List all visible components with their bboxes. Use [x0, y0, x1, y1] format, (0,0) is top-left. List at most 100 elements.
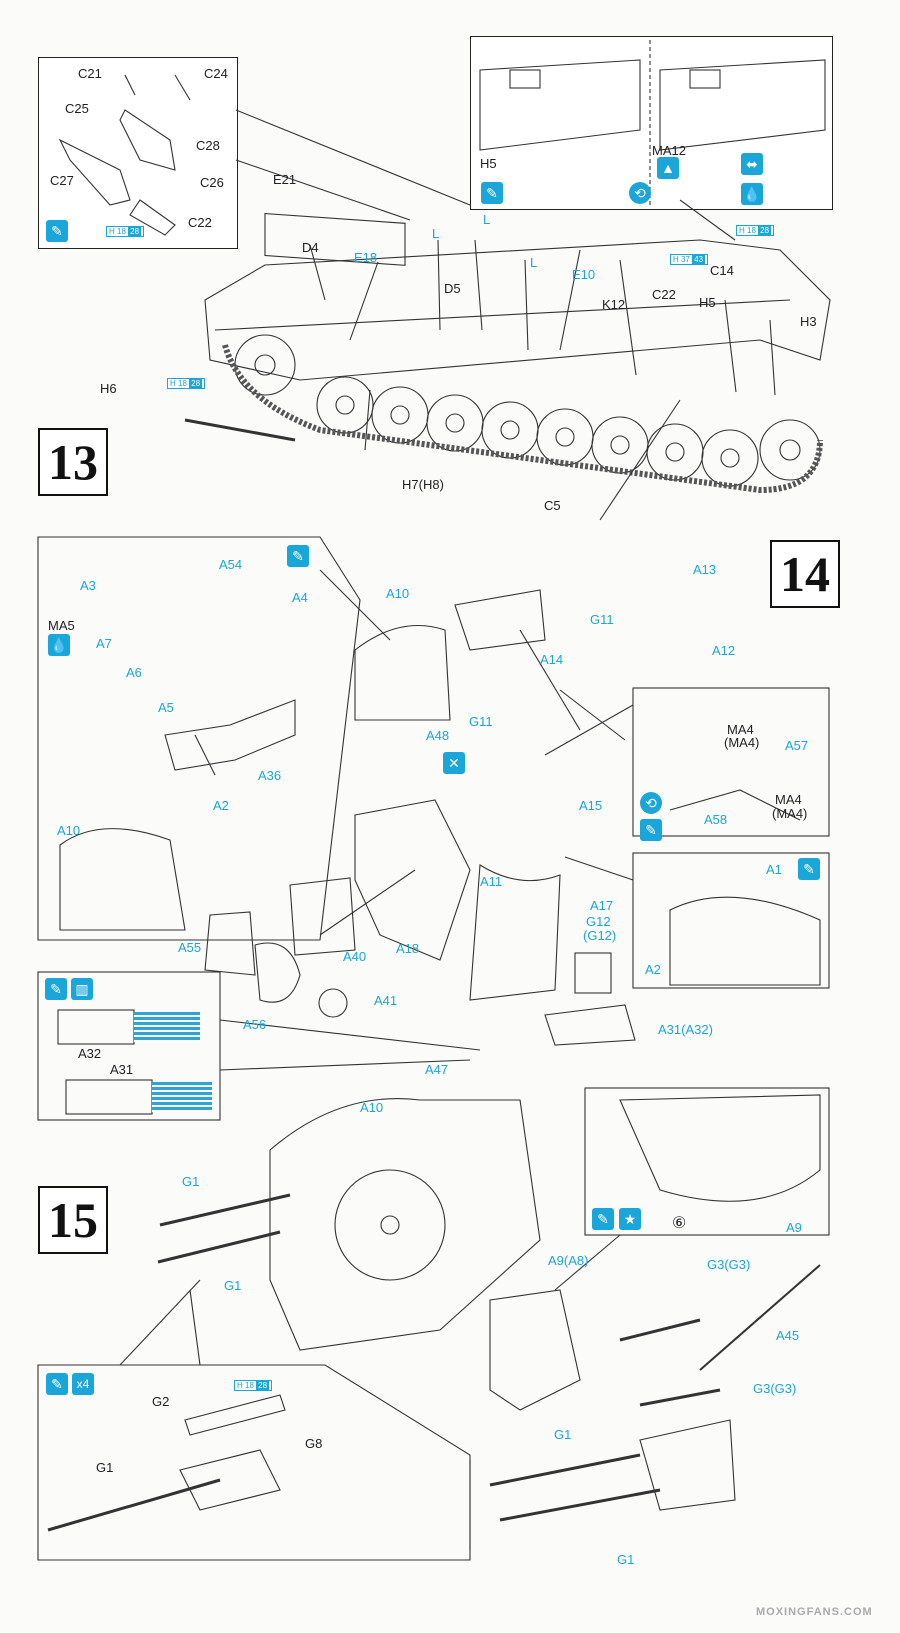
part-label: C5	[544, 498, 561, 513]
glue-icon: ✎	[46, 220, 68, 242]
part-label: A2	[213, 798, 229, 813]
part-label: G1	[224, 1278, 242, 1293]
part-label: G1	[182, 1174, 200, 1189]
part-label: H6	[100, 381, 117, 396]
part-label: E18	[354, 250, 378, 265]
part-label: A45	[776, 1328, 800, 1343]
part-label: C22	[652, 287, 676, 302]
paint-reference: H 18 28	[106, 226, 145, 237]
part-label: C21	[78, 66, 102, 81]
part-label: A15	[579, 798, 603, 813]
part-label: D4	[302, 240, 319, 255]
part-label: A5	[158, 700, 174, 715]
paint-stripes-icon: ▥	[71, 978, 93, 1000]
glue-icon: ✎	[287, 545, 309, 567]
part-label: A10	[57, 823, 81, 838]
optional-icon: ⟲	[640, 792, 662, 814]
paint-reference: H 18 28	[234, 1380, 273, 1391]
glue-icon: ✎	[798, 858, 820, 880]
part-label: L	[483, 212, 491, 227]
part-label: E10	[572, 267, 596, 282]
part-label: A54	[219, 557, 243, 572]
part-label: A9(A8)	[548, 1253, 589, 1268]
step13-inset-bracket	[38, 57, 238, 249]
part-label: H7(H8)	[402, 477, 444, 492]
part-label: MA4	[775, 792, 802, 807]
glue-icon: ✎	[640, 819, 662, 841]
glue-icon: ✎	[45, 978, 67, 1000]
part-label: A41	[374, 993, 398, 1008]
part-label: G11	[469, 714, 493, 729]
part-label: A4	[292, 590, 308, 605]
part-label: H5	[699, 295, 716, 310]
glue-drop-icon: 💧	[741, 183, 763, 205]
step-number-15: 15	[38, 1186, 108, 1254]
part-label: A32	[78, 1046, 102, 1061]
part-label: A57	[785, 738, 809, 753]
part-label: D5	[444, 281, 461, 296]
part-label: G8	[305, 1436, 323, 1451]
part-label: C28	[196, 138, 220, 153]
part-label: A13	[693, 562, 717, 577]
step-number-13: 13	[38, 428, 108, 496]
quantity-badge: x4	[72, 1373, 94, 1395]
part-label: ⑥	[672, 1215, 687, 1232]
ammo-rack-a32	[134, 1012, 200, 1042]
optional-icon: ⟲	[629, 182, 651, 204]
part-label: A36	[258, 768, 282, 783]
part-label: MA5	[48, 618, 75, 633]
ammo-rack-a31	[152, 1082, 212, 1112]
step13-inset-fender	[470, 36, 833, 210]
part-label: C26	[200, 175, 224, 190]
part-label: E21	[273, 172, 297, 187]
part-label: A9	[786, 1220, 802, 1235]
part-label: MA4	[727, 722, 754, 737]
glue-icon: ✎	[592, 1208, 614, 1230]
glue-icon: ✎	[481, 182, 503, 204]
part-label: (MA4)	[772, 806, 808, 821]
part-label: G2	[152, 1394, 170, 1409]
part-label: A1	[766, 862, 782, 877]
part-label: C27	[50, 173, 74, 188]
part-label: A12	[712, 643, 736, 658]
part-label: (G12)	[583, 928, 617, 943]
remove-icon: ✕	[443, 752, 465, 774]
glue-drop-icon: 💧	[48, 634, 70, 656]
part-label: G1	[554, 1427, 572, 1442]
part-label: A14	[540, 652, 564, 667]
part-label: L	[530, 255, 538, 270]
part-label: MA12	[652, 143, 686, 158]
part-label: G3(G3)	[707, 1257, 751, 1272]
part-label: A18	[396, 941, 420, 956]
photo-etch-icon: ▲	[657, 157, 679, 179]
part-label: A56	[243, 1017, 267, 1032]
part-label: A2	[645, 962, 661, 977]
part-label: A10	[386, 586, 410, 601]
part-label: A55	[178, 940, 202, 955]
part-label: A48	[426, 728, 450, 743]
part-label: A47	[425, 1062, 449, 1077]
part-label: A10	[360, 1100, 384, 1115]
part-label: A58	[704, 812, 728, 827]
part-label: A31(A32)	[658, 1022, 713, 1037]
watermark: MOXINGFANS.COM	[756, 1606, 873, 1618]
part-label: A11	[480, 874, 503, 889]
paint-reference: H 18 28	[736, 225, 775, 236]
part-label: L	[432, 226, 440, 241]
part-label: C25	[65, 101, 89, 116]
part-label: A17	[590, 898, 614, 913]
step-number-14: 14	[770, 540, 840, 608]
part-label: A7	[96, 636, 112, 651]
glue-icon: ✎	[46, 1373, 68, 1395]
part-label: G1	[617, 1552, 635, 1567]
bend-icon: ⬌	[741, 153, 763, 175]
part-label: K12	[602, 297, 626, 312]
part-label: A6	[126, 665, 142, 680]
part-label: G3(G3)	[753, 1381, 797, 1396]
part-label: G12	[586, 914, 611, 929]
part-label: C14	[710, 263, 734, 278]
part-label: H3	[800, 314, 817, 329]
paint-reference: H 37 43	[670, 254, 709, 265]
paint-reference: H 18 28	[167, 378, 206, 389]
